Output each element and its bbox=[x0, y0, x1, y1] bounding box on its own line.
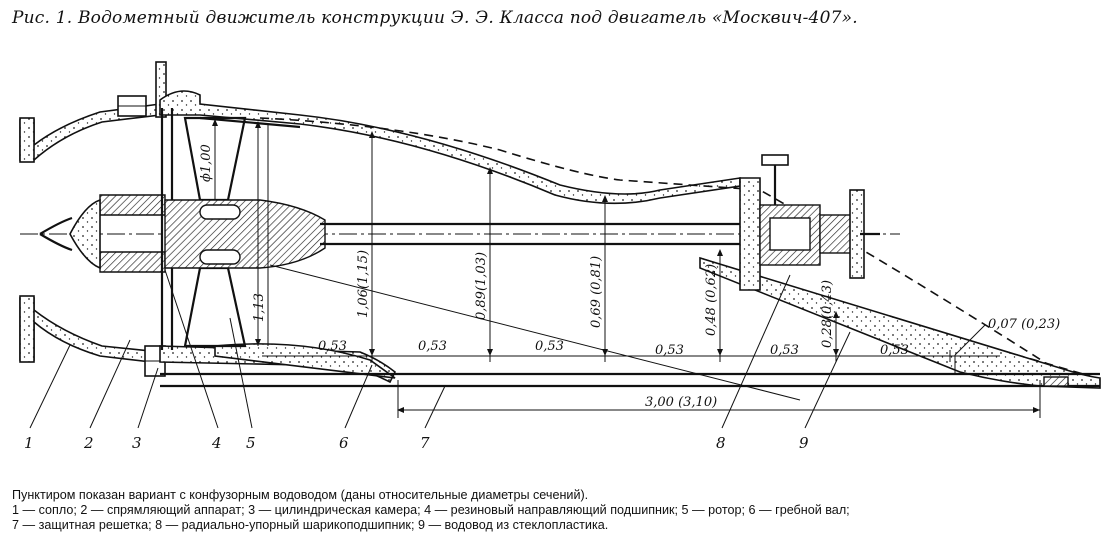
confuser-variant-upper bbox=[259, 117, 1061, 373]
dim-outlet: 0,07 (0,23) bbox=[988, 317, 1060, 332]
part-label-5: 5 bbox=[246, 434, 256, 452]
dim-d2: 0,89(1,03) bbox=[474, 252, 489, 320]
water-duct-lower bbox=[159, 256, 1101, 389]
part-label-3: 3 bbox=[132, 434, 142, 452]
waterjet-drawing: ϕ1,00 1,13 1,06(1,15) 0,89(1,03) 0,69 (0… bbox=[19, 61, 1101, 452]
dim-d3: 0,69 (0,81) bbox=[589, 256, 604, 328]
bearing-housing bbox=[739, 154, 880, 291]
dim-total-length: 3,00 (3,10) bbox=[645, 395, 717, 410]
propeller-shaft bbox=[320, 222, 760, 246]
callout-leaders bbox=[29, 269, 851, 429]
dim-d1: 1,06(1,15) bbox=[356, 250, 371, 318]
notes-line-3: 7 — защитная решетка; 8 — радиально-упор… bbox=[12, 518, 609, 532]
dim-d5: 0,28(0,43) bbox=[820, 280, 835, 348]
notes-line-2: 1 — сопло; 2 — спрямляющий аппарат; 3 — … bbox=[12, 503, 850, 517]
flange-bolts bbox=[117, 61, 167, 377]
dim-diam-rotor: ϕ1,00 bbox=[199, 144, 214, 182]
dim-113: 1,13 bbox=[252, 293, 267, 322]
rotor bbox=[164, 116, 326, 348]
part-label-8: 8 bbox=[716, 434, 726, 452]
dim-step-2: 0,53 bbox=[418, 339, 447, 354]
figure-notes: Пунктиром показан вариант с конфузорным … bbox=[12, 488, 1112, 533]
figure-caption: Рис. 1. Водометный движитель конструкции… bbox=[12, 8, 858, 28]
dim-step-5: 0,53 bbox=[770, 343, 799, 358]
dim-step-3: 0,53 bbox=[535, 339, 564, 354]
part-label-4: 4 bbox=[211, 434, 222, 452]
part-label-1: 1 bbox=[24, 434, 34, 452]
dimension-lines bbox=[212, 119, 1041, 418]
part-label-6: 6 bbox=[339, 434, 349, 452]
part-label-9: 9 bbox=[799, 434, 809, 452]
stator-blades bbox=[39, 108, 174, 350]
notes-line-1: Пунктиром показан вариант с конфузорным … bbox=[12, 488, 589, 502]
dim-step-6: 0,53 bbox=[880, 343, 909, 358]
water-duct-upper bbox=[159, 90, 741, 205]
part-label-7: 7 bbox=[420, 434, 430, 452]
dim-step-1: 0,53 bbox=[318, 339, 347, 354]
dim-d4: 0,48 (0,62) bbox=[704, 264, 719, 336]
part-label-2: 2 bbox=[83, 434, 94, 452]
dim-step-4: 0,53 bbox=[655, 343, 684, 358]
